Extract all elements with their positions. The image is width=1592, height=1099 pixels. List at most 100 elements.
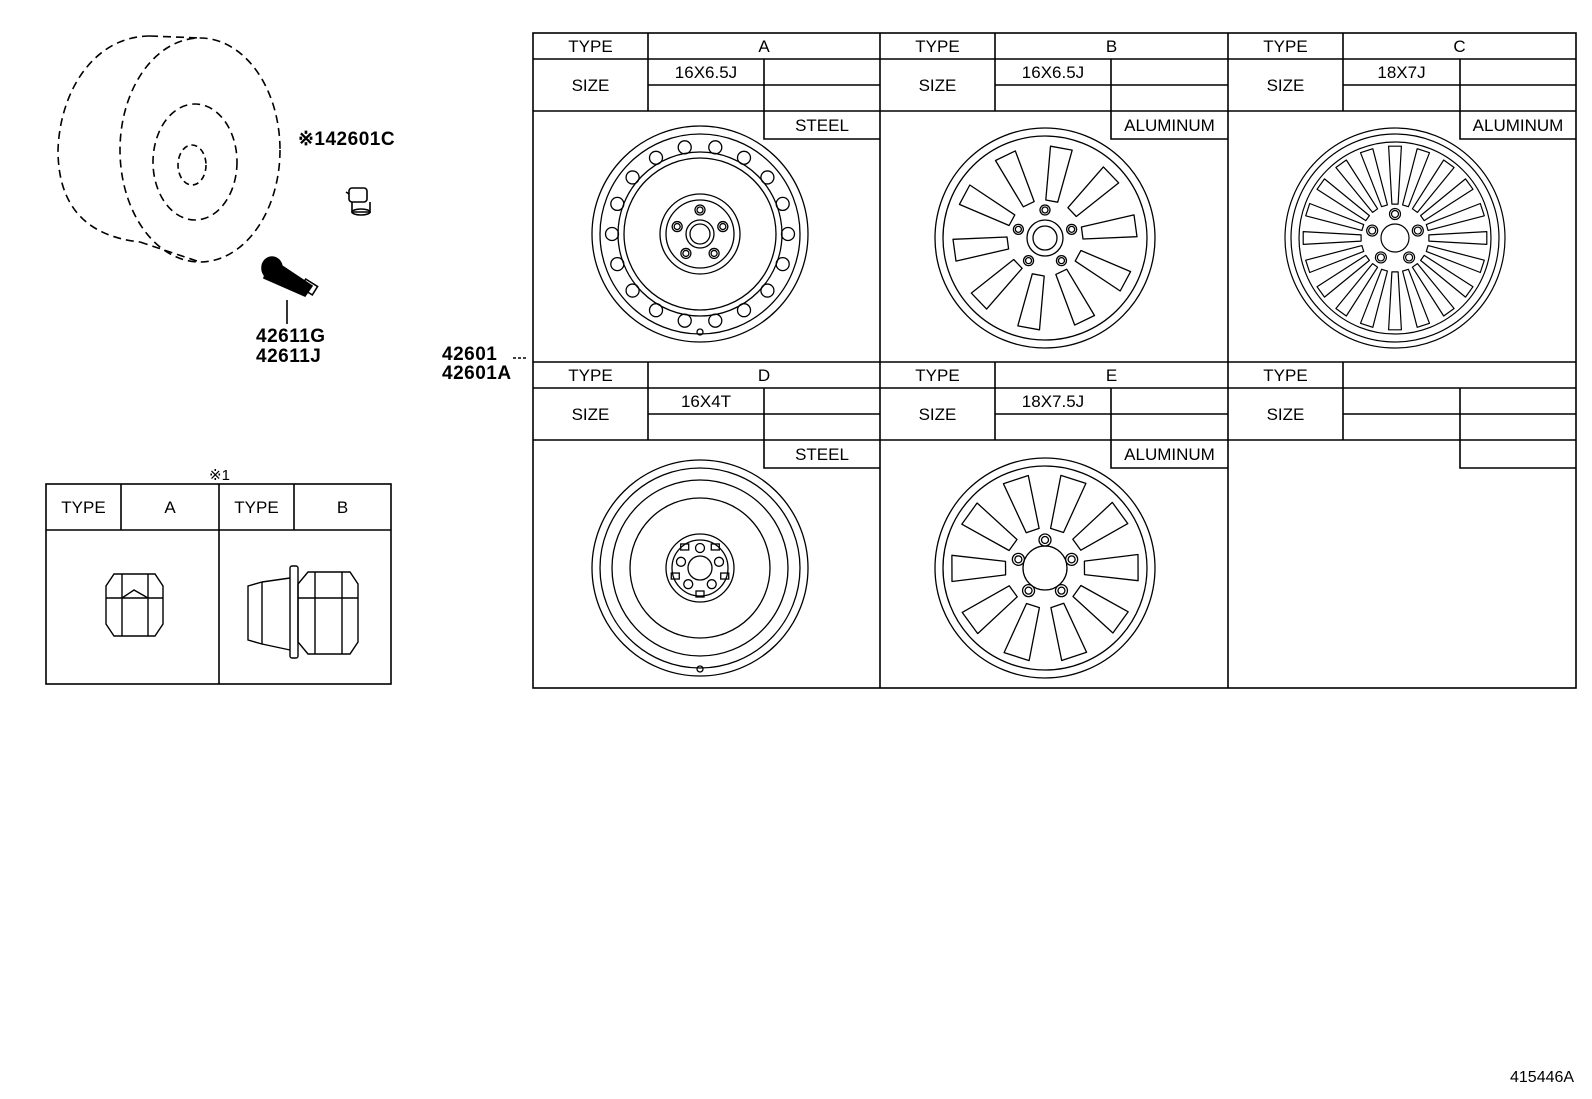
size-label-a: SIZE bbox=[571, 76, 610, 95]
spoke-window bbox=[1002, 474, 1040, 534]
spoke-window bbox=[1411, 263, 1455, 317]
type-label-e: TYPE bbox=[915, 366, 960, 385]
lug-hole bbox=[1021, 584, 1036, 598]
spoke-window bbox=[1335, 159, 1379, 213]
spoke-window bbox=[1305, 245, 1365, 274]
size-value-d: 16X4T bbox=[680, 392, 732, 411]
part-number-wheel-alt: 42601A bbox=[442, 363, 512, 384]
lug-hole bbox=[673, 222, 681, 231]
ventilation-hole bbox=[760, 283, 775, 298]
type-label-c: TYPE bbox=[1263, 37, 1308, 56]
lug-hole bbox=[1054, 584, 1069, 598]
type-value-a: A bbox=[758, 37, 770, 56]
lug-hole bbox=[1011, 552, 1026, 566]
lug-hole bbox=[696, 206, 704, 214]
spoke-window bbox=[961, 585, 1018, 635]
material-b: ALUMINUM bbox=[1124, 116, 1215, 135]
nut-table-grid bbox=[45, 483, 392, 685]
spoke-window bbox=[951, 554, 1007, 583]
type-value-b: B bbox=[1105, 37, 1118, 56]
material-d: STEEL bbox=[795, 445, 849, 464]
lug-hole bbox=[1014, 225, 1023, 233]
spoke-window bbox=[1003, 602, 1041, 662]
ventilation-hole bbox=[648, 150, 664, 165]
size-label-d: SIZE bbox=[571, 405, 610, 424]
lug-hole bbox=[1067, 555, 1076, 564]
lug-hole bbox=[1411, 224, 1424, 237]
material-c: ALUMINUM bbox=[1472, 116, 1564, 135]
lug-nut-a-icon bbox=[105, 573, 164, 637]
wheel-table-grid bbox=[532, 32, 1577, 689]
ventilation-hole bbox=[736, 303, 752, 318]
wheel-d-image bbox=[591, 459, 809, 677]
spoke-window bbox=[1316, 254, 1371, 298]
lug-hole bbox=[1368, 226, 1377, 235]
ventilation-hole bbox=[736, 150, 752, 165]
ventilation-hole bbox=[648, 303, 664, 318]
type-label-b: TYPE bbox=[915, 37, 960, 56]
spoke-window bbox=[1411, 159, 1455, 213]
nut-type-b: B bbox=[336, 498, 349, 517]
spoke-window bbox=[1017, 273, 1045, 331]
ventilation-hole bbox=[625, 283, 640, 298]
lug-hole bbox=[1041, 206, 1049, 214]
lug-hole bbox=[1024, 586, 1033, 595]
size-label-f: SIZE bbox=[1266, 405, 1305, 424]
spoke-window bbox=[961, 502, 1018, 552]
lug-hole bbox=[1038, 533, 1052, 547]
spoke-window bbox=[1050, 602, 1088, 662]
spoke-window bbox=[1425, 245, 1485, 274]
ventilation-hole bbox=[708, 313, 723, 328]
spoke-window bbox=[1083, 553, 1139, 582]
ventilation-hole bbox=[604, 226, 620, 242]
hub-slot bbox=[680, 543, 690, 551]
ventilation-hole bbox=[677, 313, 692, 328]
type-value-d: D bbox=[757, 366, 771, 385]
lug-hole bbox=[1413, 226, 1422, 235]
spoke-window bbox=[1335, 263, 1379, 317]
spoke-window bbox=[970, 258, 1023, 310]
size-value-a: 16X6.5J bbox=[674, 63, 738, 82]
lug-hole bbox=[1405, 253, 1414, 262]
spoke-window bbox=[1072, 501, 1129, 551]
lug-hole bbox=[706, 579, 717, 590]
ventilation-hole bbox=[708, 140, 723, 155]
type-label-a: TYPE bbox=[568, 37, 613, 56]
size-label-b: SIZE bbox=[918, 76, 957, 95]
spoke-window bbox=[1055, 268, 1096, 326]
lug-hole bbox=[717, 220, 729, 233]
size-value-b: 16X6.5J bbox=[1021, 63, 1085, 82]
spoke-window bbox=[958, 184, 1016, 227]
size-label-e: SIZE bbox=[918, 405, 957, 424]
part-number-valve-g: 42611G bbox=[256, 326, 326, 347]
lug-hole bbox=[1057, 586, 1066, 595]
spoke-window bbox=[1072, 584, 1129, 634]
nut-type-label-a: TYPE bbox=[61, 498, 106, 517]
type-value-e: E bbox=[1105, 366, 1118, 385]
diagram-id: 415446A bbox=[1510, 1069, 1575, 1086]
spoke-window bbox=[1401, 148, 1431, 208]
lug-hole bbox=[675, 556, 687, 567]
lug-hole bbox=[1065, 223, 1078, 235]
ventilation-hole bbox=[677, 140, 692, 155]
lug-hole bbox=[1376, 253, 1385, 262]
spoke-window bbox=[994, 150, 1035, 208]
spoke-window bbox=[1387, 145, 1403, 205]
lug-hole bbox=[671, 220, 683, 233]
lug-hole bbox=[683, 579, 694, 590]
lug-hole bbox=[1374, 251, 1387, 264]
lug-hole bbox=[1040, 535, 1050, 545]
lug-hole bbox=[708, 247, 720, 260]
ventilation-hole bbox=[775, 196, 790, 212]
spoke-window bbox=[1080, 214, 1138, 240]
hub-slot bbox=[710, 543, 720, 551]
lug-hole bbox=[1388, 207, 1402, 221]
lug-hole bbox=[1390, 209, 1400, 219]
spoke-window bbox=[1074, 249, 1132, 292]
lug-hole bbox=[680, 247, 692, 260]
wheel-b-image bbox=[934, 127, 1156, 349]
lug-hole bbox=[682, 249, 690, 258]
lug-hole bbox=[1024, 257, 1033, 265]
ventilation-hole bbox=[780, 226, 796, 242]
